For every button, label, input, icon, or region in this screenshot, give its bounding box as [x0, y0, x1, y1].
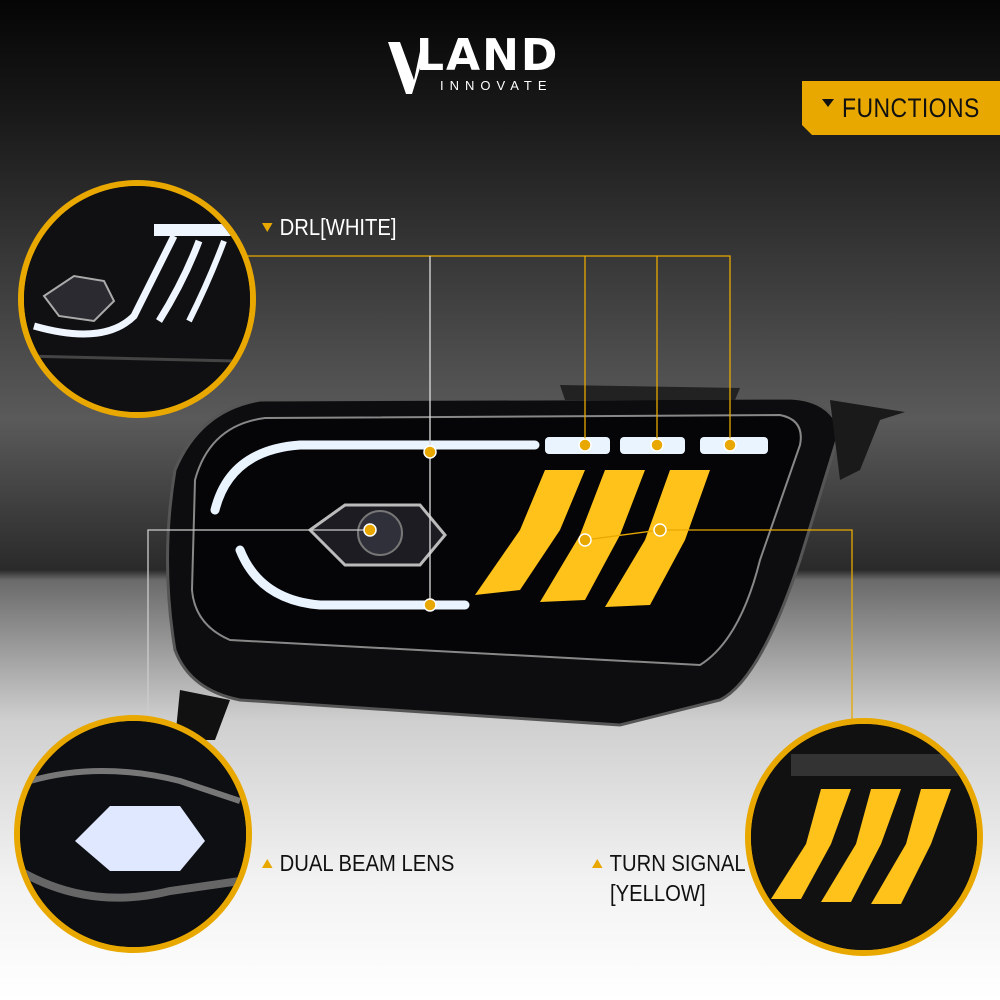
logo-brand: LAND [416, 30, 560, 81]
lens-detail-circle [14, 715, 252, 953]
vland-logo: LAND INNOVATE [388, 30, 610, 98]
callout-drl-label: DRL[WHITE] [279, 214, 397, 240]
callout-lens-label: DUAL BEAM LENS [279, 850, 455, 876]
triangle-up-icon [262, 859, 273, 868]
turn-signal-detail-circle [745, 718, 983, 956]
callout-turn-signal: TURN SIGNAL [592, 850, 746, 877]
callout-turn-signal-color: [YELLOW] [610, 880, 706, 907]
logo-tagline: INNOVATE [440, 78, 553, 93]
leader-lines [147, 255, 853, 720]
drl-light [210, 437, 768, 610]
functions-label: FUNCTIONS [842, 92, 980, 123]
drl-detail-image [24, 186, 250, 412]
functions-tag: FUNCTIONS [802, 81, 1000, 135]
lens-detail-image [20, 721, 246, 947]
logo-v-mark [388, 42, 428, 94]
triangle-down-icon [822, 99, 834, 107]
triangle-up-icon [592, 859, 603, 868]
turn-signal-detail-image [751, 724, 977, 950]
callout-drl: DRL[WHITE] [262, 214, 397, 241]
callout-dots [363, 438, 737, 612]
drl-detail-circle [18, 180, 256, 418]
callout-lens: DUAL BEAM LENS [262, 850, 454, 877]
callout-turn-label-2: [YELLOW] [610, 880, 706, 906]
triangle-down-icon [262, 223, 273, 232]
callout-turn-label: TURN SIGNAL [609, 850, 746, 876]
projector-lens [307, 503, 447, 567]
turn-signal-bars [475, 470, 710, 607]
